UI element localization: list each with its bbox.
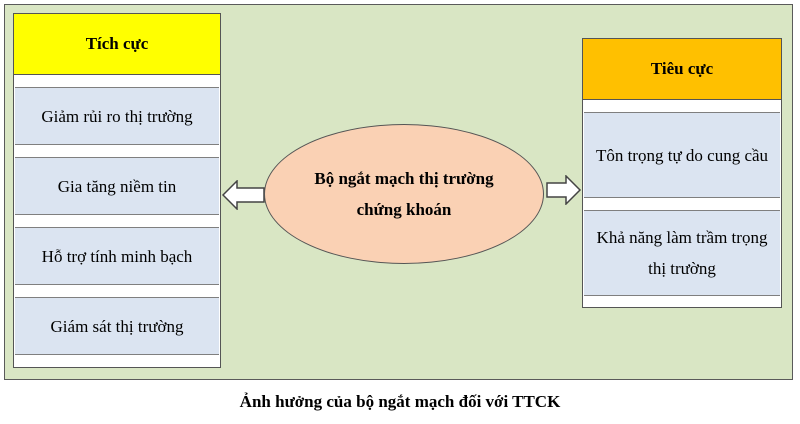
right-arrow-icon	[546, 175, 582, 205]
negative-item: Tôn trọng tự do cung cầu	[584, 112, 780, 198]
positive-item: Hỗ trợ tính minh bạch	[15, 227, 219, 285]
circuit-breaker-ellipse: Bộ ngắt mạch thị trường chứng khoán	[264, 124, 544, 264]
positive-item: Giám sát thị trường	[15, 297, 219, 355]
negative-item: Khả năng làm trầm trọng thị trường	[584, 210, 780, 296]
positive-header: Tích cực	[13, 13, 221, 75]
positive-column: Tích cực Giảm rủi ro thị trường Gia tăng…	[13, 13, 221, 368]
figure-caption: Ảnh hưởng của bộ ngắt mạch đối với TTCK	[239, 392, 561, 411]
positive-item: Giảm rủi ro thị trường	[15, 87, 219, 145]
positive-item: Gia tăng niềm tin	[15, 157, 219, 215]
center-label: Bộ ngắt mạch thị trường chứng khoán	[314, 169, 494, 219]
negative-header: Tiêu cực	[582, 38, 782, 100]
negative-column: Tiêu cực Tôn trọng tự do cung cầu Khả nă…	[582, 38, 782, 308]
left-arrow-icon	[222, 180, 265, 210]
